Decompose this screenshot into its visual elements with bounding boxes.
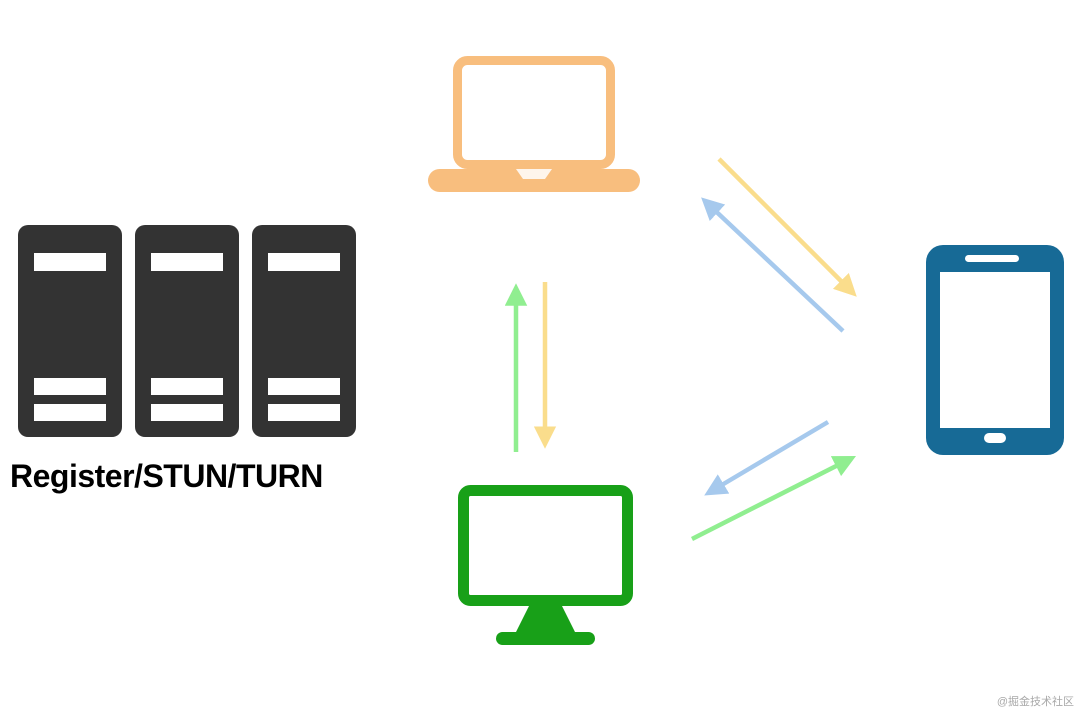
phone-screen [940,272,1050,428]
phone-home-button [984,433,1006,443]
desktop-icon [458,485,633,645]
laptop-base [428,169,640,192]
smartphone-icon [926,245,1064,455]
watermark: @掘金技术社区 [996,696,1074,708]
server-rack-1 [18,225,122,437]
server-rack-icon [18,225,356,437]
laptop-notch [516,169,552,179]
arrow-phone-to-laptop [701,197,845,333]
desktop-base [496,632,595,645]
laptop-icon [428,56,640,192]
arrow-laptop-to-phone [717,157,857,297]
laptop-screen [453,56,615,169]
desktop-screen [458,485,633,606]
phone-speaker [965,255,1019,262]
server-label: Register/STUN/TURN [10,458,323,494]
server-rack-2 [135,225,239,437]
server-rack-3 [252,225,356,437]
desktop-stand [516,606,575,632]
arrow-desktop-to-phone [690,455,857,542]
arrow-phone-to-desktop [704,420,830,496]
